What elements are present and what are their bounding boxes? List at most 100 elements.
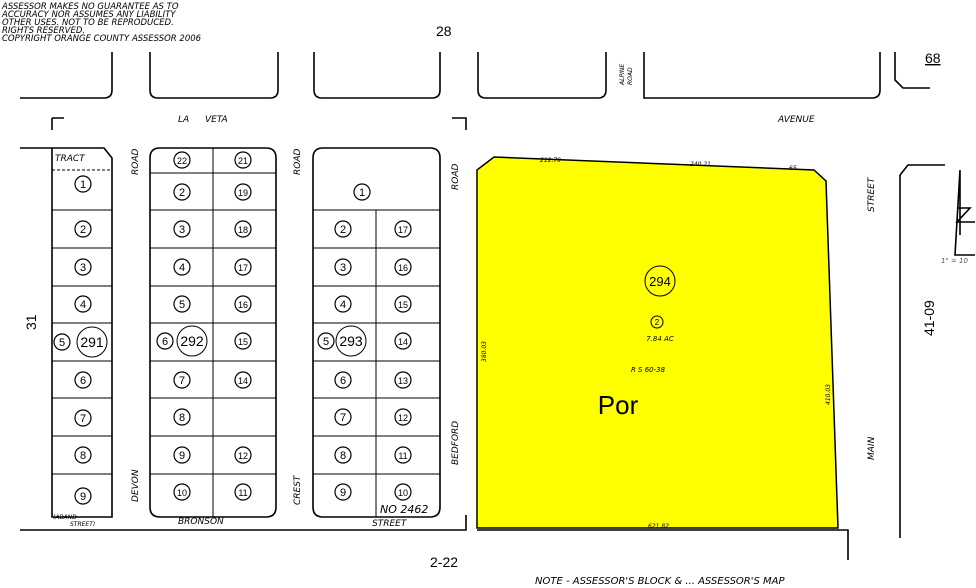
lot-292-4[interactable]: 4 xyxy=(173,258,191,276)
lot-number: 17 xyxy=(238,263,248,273)
lot-292-11[interactable]: 11 xyxy=(234,483,252,501)
lot-293-13[interactable]: 13 xyxy=(394,371,412,389)
page-ref-2-22: 2-22 xyxy=(430,554,458,570)
disclaimer-line: OTHER USES. NOT TO BE REPRODUCED. xyxy=(2,18,174,28)
lot-293-14[interactable]: 14 xyxy=(394,332,412,350)
street-road: ROAD xyxy=(451,164,461,190)
street-bedford: BEDFORD xyxy=(451,421,461,465)
lot-number: 3 xyxy=(340,262,346,274)
street-street: STREET xyxy=(372,519,408,529)
dimension: 410.03 xyxy=(825,384,832,405)
block-circle xyxy=(176,325,208,357)
block-number: 293 xyxy=(339,333,363,349)
block-number: 291 xyxy=(80,334,104,350)
lot-293-17[interactable]: 17 xyxy=(394,220,412,238)
lot-number: 3 xyxy=(179,224,185,236)
lot-number: 14 xyxy=(238,376,248,386)
scale-label: 1" = 10 xyxy=(941,257,968,265)
lot-292-9[interactable]: 9 xyxy=(173,446,191,464)
street-main: MAIN xyxy=(867,436,877,460)
street-alpine: ALPINE xyxy=(619,64,626,86)
street-avenue: AVENUE xyxy=(777,115,815,125)
disclaimer-line: COPYRIGHT ORANGE COUNTY ASSESSOR 2006 xyxy=(2,34,202,44)
lot-293-4[interactable]: 4 xyxy=(334,295,352,313)
lot-293-8[interactable]: 8 xyxy=(334,446,352,464)
block-circle xyxy=(76,326,108,358)
lot-number: 2 xyxy=(340,224,346,236)
lot-293-5[interactable]: 5 xyxy=(317,332,335,350)
map-note: NOTE - ASSESSOR'S BLOCK & ... ASSESSOR'S… xyxy=(535,576,785,587)
lot-number: 11 xyxy=(238,488,247,498)
dimension: 212.79 xyxy=(540,157,561,164)
lot-293-12[interactable]: 12 xyxy=(394,408,412,426)
street-road: ROAD xyxy=(293,149,303,175)
lot-291-2[interactable]: 2 xyxy=(74,220,92,238)
lot-number: 16 xyxy=(238,300,248,310)
lot-292-7[interactable]: 7 xyxy=(173,371,191,389)
lot-number: 8 xyxy=(340,450,346,462)
lot-293-10[interactable]: 10 xyxy=(394,483,412,501)
dimension: 65 xyxy=(789,165,797,172)
tract-label: TRACT xyxy=(55,154,86,164)
lot-lines xyxy=(52,148,440,517)
lot-292-15[interactable]: 15 xyxy=(234,332,252,350)
lot-292-14[interactable]: 14 xyxy=(234,371,252,389)
street-road: ROAD xyxy=(131,149,141,175)
lot-292-12[interactable]: 12 xyxy=(234,446,252,464)
lot-291-5[interactable]: 5 xyxy=(53,333,71,351)
lot-293-3[interactable]: 3 xyxy=(334,258,352,276)
page-ref-31: 31 xyxy=(23,314,39,330)
lot-293-16[interactable]: 16 xyxy=(394,258,412,276)
lot-291-4[interactable]: 4 xyxy=(74,295,92,313)
lot-292-21[interactable]: 21 xyxy=(234,151,252,169)
dimension: 621.82 xyxy=(648,523,669,530)
lot-number: 9 xyxy=(179,450,185,462)
lot-292-2[interactable]: 2 xyxy=(173,183,191,201)
lot-293-6[interactable]: 6 xyxy=(334,371,352,389)
lot-292-6[interactable]: 6 xyxy=(156,332,174,350)
lot-292-16[interactable]: 16 xyxy=(234,295,252,313)
lot-293-7[interactable]: 7 xyxy=(334,408,352,426)
lot-number: 5 xyxy=(179,299,185,311)
lot-292-19[interactable]: 19 xyxy=(234,183,252,201)
lot-293-1[interactable]: 1 xyxy=(353,183,371,201)
lot-291-6[interactable]: 6 xyxy=(74,371,92,389)
lot-291-1[interactable]: 1 xyxy=(74,175,92,193)
lot-number: 14 xyxy=(398,337,408,347)
lot-292-10[interactable]: 10 xyxy=(173,483,191,501)
lot-293-11[interactable]: 11 xyxy=(394,446,412,464)
disclaimer: ASSESSOR MAKES NO GUARANTEE AS TO ACCURA… xyxy=(1,2,202,44)
lot-292-8[interactable]: 8 xyxy=(173,408,191,426)
lot-number: 1 xyxy=(80,179,86,191)
lot-number: 13 xyxy=(398,376,408,386)
block-outlines xyxy=(20,52,975,560)
lot-number: 4 xyxy=(80,299,86,311)
lot-number: 12 xyxy=(398,413,408,423)
lot-number: 21 xyxy=(238,156,248,166)
lot-291-7[interactable]: 7 xyxy=(74,409,92,427)
parcel-survey: R S 60-38 xyxy=(631,366,666,374)
disclaimer-line: RIGHTS RESERVED. xyxy=(2,26,85,36)
lot-number: 4 xyxy=(179,262,185,274)
disclaimer-line: ACCURACY NOR ASSUMES ANY LIABILITY xyxy=(1,10,176,20)
lot-291-8[interactable]: 8 xyxy=(74,446,92,464)
lot-291-3[interactable]: 3 xyxy=(74,258,92,276)
lot-number: 9 xyxy=(80,491,86,503)
street-devon: DEVON xyxy=(131,469,141,502)
highlighted-parcel-294[interactable] xyxy=(476,156,839,529)
lot-number: 18 xyxy=(238,225,248,235)
street-street: STREET xyxy=(867,176,877,212)
lot-292-5[interactable]: 5 xyxy=(173,295,191,313)
lot-292-18[interactable]: 18 xyxy=(234,220,252,238)
lot-291-9[interactable]: 9 xyxy=(74,487,92,505)
lot-292-17[interactable]: 17 xyxy=(234,258,252,276)
lot-292-3[interactable]: 3 xyxy=(173,220,191,238)
lot-number: 2 xyxy=(179,187,185,199)
lot-293-2[interactable]: 2 xyxy=(334,220,352,238)
lot-293-9[interactable]: 9 xyxy=(334,483,352,501)
lot-number: 6 xyxy=(340,375,346,387)
lot-number: 17 xyxy=(398,225,408,235)
lot-293-15[interactable]: 15 xyxy=(394,295,412,313)
street-la: LA xyxy=(178,115,189,125)
lot-292-22[interactable]: 22 xyxy=(173,151,191,169)
